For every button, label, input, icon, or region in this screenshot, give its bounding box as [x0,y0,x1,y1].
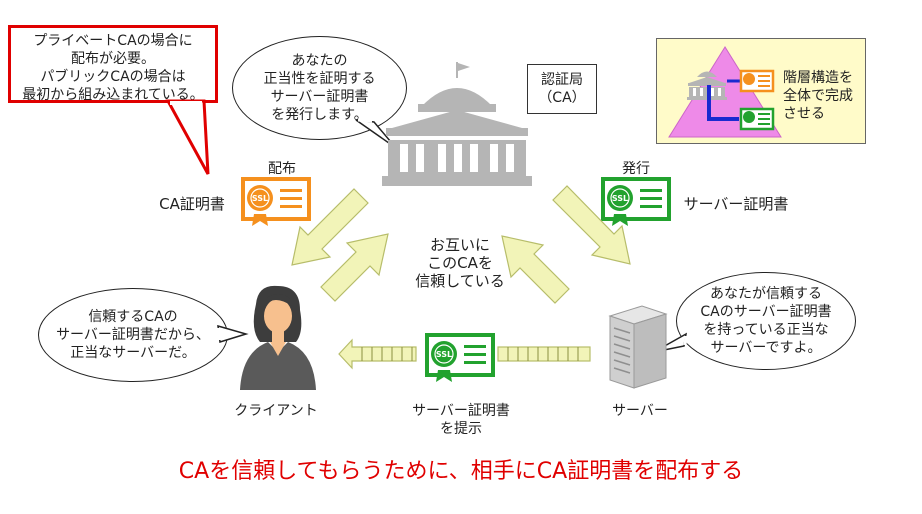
server-speech-bubble: あなたが信頼する CAのサーバー証明書 を持っている正当な サーバーですよ。 [676,272,856,370]
server-trust-arrow [501,235,570,304]
ca-bubble-tail [355,118,397,149]
present-arrow [338,338,417,370]
present-arrow-tail [497,346,591,362]
certificate-authority-label: 認証局 （CA） [527,64,597,114]
presented-cert-ssl-text: SSL [436,350,452,359]
ca-building-icon [382,62,532,186]
hierarchy-legend-text: 階層構造を 全体で完成 させる [783,70,853,122]
private-ca-note: プライベートCAの場合に 配布が必要。 パブリックCAの場合は 最初から組み込ま… [8,25,218,103]
footer-summary: CAを信頼してもらうために、相手にCA証明書を配布する [178,459,744,484]
issued-cert-ssl-text: SSL [612,194,628,203]
client-speech-bubble: 信頼するCAの サーバー証明書だから、 正当なサーバーだ。 [38,288,228,382]
server-icon [608,305,668,389]
client-label: クライアント [234,403,318,419]
issue-label: 発行 [622,161,650,177]
mutual-trust-text: お互いに このCAを 信頼している [415,236,505,290]
server-label: サーバー [612,403,668,419]
client-trust-arrow [320,233,389,302]
client-person-icon [240,285,316,390]
server-certificate-icon-issued: SSL [601,177,671,226]
hierarchy-triangle-icon [668,46,782,138]
distribute-label: 配布 [268,161,296,177]
server-certificate-label-top: サーバー証明書 [683,195,789,213]
server-certificate-icon-presented: SSL [425,333,495,382]
hierarchy-legend: 階層構造を 全体で完成 させる [656,38,866,144]
distribute-arrow [291,188,369,266]
private-ca-note-tail [165,99,210,175]
ca-speech-bubble: あなたの 正当性を証明する サーバー証明書 を発行します。 [232,36,407,140]
ca-certificate-label: CA証明書 [159,195,225,213]
ca-cert-ssl-text: SSL [252,194,268,203]
ca-certificate-icon: SSL [241,177,311,226]
issue-arrow [552,185,631,265]
present-certificate-label: サーバー証明書 を提示 [412,403,510,437]
client-bubble-tail [217,324,249,343]
